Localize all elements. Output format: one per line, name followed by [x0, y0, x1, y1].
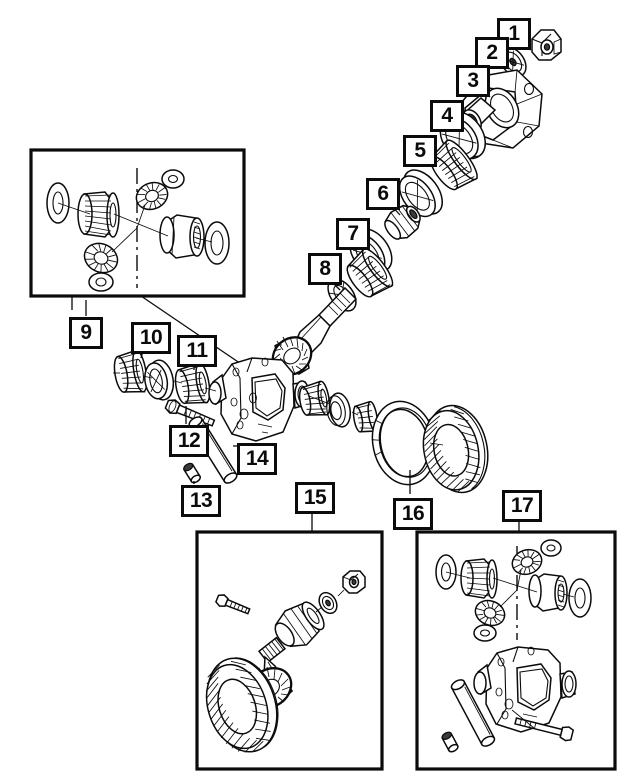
- collapsible-spacer-part: [384, 204, 421, 240]
- ring-gear-part: [422, 404, 489, 494]
- callout-10[interactable]: 10: [131, 322, 171, 354]
- callout-12[interactable]: 12: [169, 425, 209, 457]
- leader-lines-insets: [311, 514, 520, 532]
- callout-2[interactable]: 2: [475, 37, 509, 69]
- side-bearing-cup-left: [144, 359, 175, 401]
- inset-box-17: [415, 530, 617, 771]
- callout-5[interactable]: 5: [403, 135, 437, 167]
- callout-1[interactable]: 1: [497, 18, 531, 50]
- inset17-case-housing: [473, 646, 577, 733]
- side-bearing-cup-right: [326, 392, 352, 428]
- callout-8[interactable]: 8: [308, 253, 342, 285]
- differential-case-assembly: [85, 300, 489, 494]
- inset-box-9: [29, 148, 246, 298]
- callout-9[interactable]: 9: [69, 317, 103, 349]
- callout-17[interactable]: 17: [502, 490, 542, 522]
- mate-shaft-lock-pin-part: [183, 462, 201, 484]
- side-bearing-cone-far-right: [352, 400, 379, 433]
- callout-15[interactable]: 15: [295, 482, 335, 514]
- inset-box-15: [195, 530, 384, 771]
- callout-14[interactable]: 14: [237, 443, 277, 475]
- callout-4[interactable]: 4: [430, 100, 464, 132]
- callout-16[interactable]: 16: [393, 498, 433, 530]
- outer-pinion-bearing-part: [429, 139, 479, 191]
- callout-6[interactable]: 6: [366, 178, 400, 210]
- pinion-shaft-chain: [271, 29, 562, 376]
- ring-gear-shim-part: [371, 400, 437, 486]
- callout-7[interactable]: 7: [336, 218, 370, 250]
- pinion-nut-part: [531, 29, 562, 61]
- pinion-bearing-cup-upper: [398, 169, 443, 218]
- callout-3[interactable]: 3: [456, 65, 490, 97]
- callout-11[interactable]: 11: [177, 335, 217, 367]
- assembly-tie-lines: [113, 372, 444, 446]
- leader-inset9-to-case: [140, 295, 251, 371]
- callout-13[interactable]: 13: [181, 485, 221, 517]
- inner-pinion-bearing-cone-part: [346, 248, 394, 298]
- side-bearing-cone-inner-left: [174, 362, 211, 405]
